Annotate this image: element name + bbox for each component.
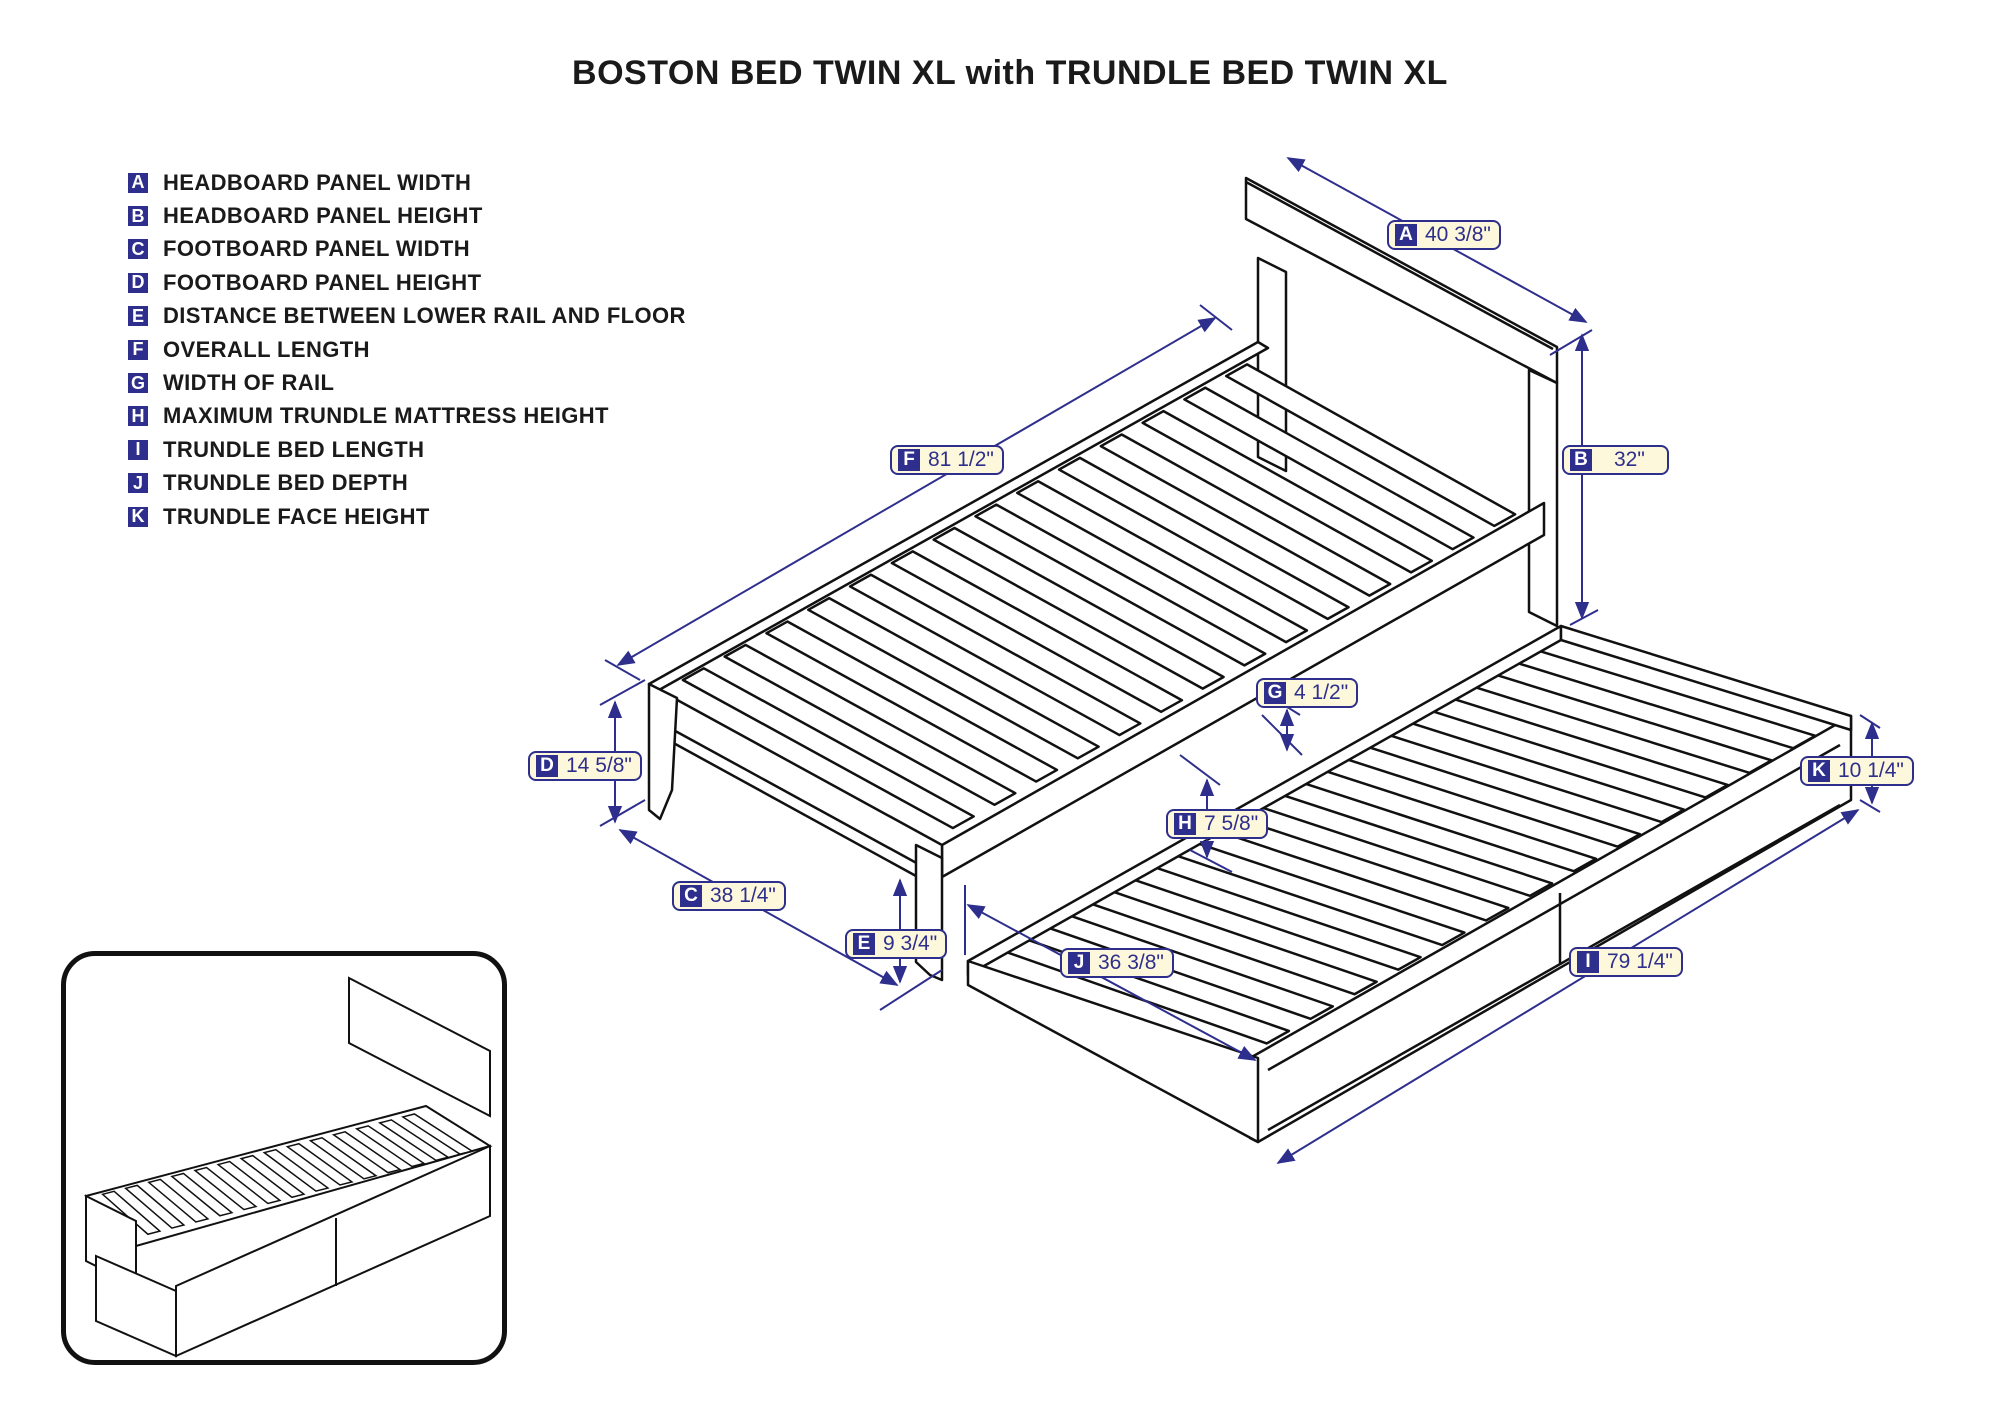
- inset-bed-slat: [193, 1166, 258, 1211]
- legend-letter-badge: F: [128, 339, 148, 360]
- dimension-letter-badge: E: [853, 933, 875, 955]
- dimension-value: 10 1/4": [1838, 759, 1904, 782]
- dimension-value: 7 5/8": [1204, 812, 1259, 835]
- dimension-letter-badge: I: [1577, 951, 1599, 973]
- dim-line-f: [616, 317, 1217, 666]
- dimension-value: 79 1/4": [1607, 950, 1673, 973]
- inset-bed-slat: [170, 1172, 234, 1217]
- legend-letter-badge: I: [128, 439, 148, 460]
- dimension-letter-badge: G: [1264, 682, 1286, 704]
- inset-bed-slat: [377, 1119, 450, 1162]
- dimension-label-e: E 9 3/4": [845, 929, 948, 959]
- dimension-label-f: F 81 1/2": [890, 445, 1004, 475]
- legend-letter-badge: E: [128, 306, 148, 327]
- inset-bed-slat: [239, 1154, 306, 1199]
- legend-item-i: I TRUNDLE BED LENGTH: [128, 433, 686, 466]
- bed-slat: [1224, 363, 1517, 528]
- inset-bed-slat: [401, 1113, 474, 1155]
- legend-text: HEADBOARD PANEL WIDTH: [163, 169, 472, 195]
- legend-text: MAXIMUM TRUNDLE MATTRESS HEIGHT: [163, 403, 609, 429]
- assembled-bed-thumbnail: [84, 976, 493, 1358]
- inset-bed-slat: [354, 1125, 426, 1168]
- legend-text: TRUNDLE BED LENGTH: [163, 436, 425, 462]
- legend-letter-badge: A: [128, 172, 148, 193]
- assembled-preview-inset: [61, 951, 507, 1365]
- legend-text: TRUNDLE BED DEPTH: [163, 470, 409, 496]
- dimension-label-d: D 14 5/8": [528, 751, 642, 781]
- inset-bed-slat: [262, 1148, 330, 1192]
- dimension-value: 38 1/4": [710, 884, 776, 907]
- legend-item-g: G WIDTH OF RAIL: [128, 366, 686, 399]
- inset-bed-slat: [308, 1136, 378, 1180]
- foot-leg-left: [647, 682, 679, 821]
- legend-text: WIDTH OF RAIL: [163, 370, 335, 396]
- trundle-end-far: [1559, 624, 1853, 732]
- inset-bed-slat: [124, 1184, 186, 1229]
- legend-item-j: J TRUNDLE BED DEPTH: [128, 467, 686, 500]
- legend-letter-badge: H: [128, 406, 148, 427]
- dim-line-j: [966, 904, 1257, 1061]
- dimension-letter-badge: B: [1570, 449, 1592, 471]
- legend-text: TRUNDLE FACE HEIGHT: [163, 503, 430, 529]
- legend-item-c: C FOOTBOARD PANEL WIDTH: [128, 233, 686, 266]
- legend-letter-badge: K: [128, 506, 148, 527]
- legend-item-f: F OVERALL LENGTH: [128, 333, 686, 366]
- dimension-label-b: B 32": [1562, 445, 1669, 475]
- legend-item-k: K TRUNDLE FACE HEIGHT: [128, 500, 686, 533]
- legend-letter-badge: D: [128, 272, 148, 293]
- dimension-value: 32": [1614, 448, 1645, 471]
- dimension-value: 81 1/2": [928, 448, 994, 471]
- inset-bed-slat: [331, 1131, 402, 1174]
- dimension-label-a: A 40 3/8": [1387, 220, 1501, 250]
- dimension-value: 14 5/8": [566, 754, 632, 777]
- headboard-post-right: [1527, 368, 1559, 628]
- dimension-label-i: I 79 1/4": [1569, 947, 1683, 977]
- legend-item-d: D FOOTBOARD PANEL HEIGHT: [128, 266, 686, 299]
- dimension-letter-badge: C: [680, 885, 702, 907]
- legend-item-b: B HEADBOARD PANEL HEIGHT: [128, 199, 686, 232]
- legend-letter-badge: G: [128, 373, 148, 394]
- dimension-legend: A HEADBOARD PANEL WIDTH B HEADBOARD PANEL H…: [128, 166, 686, 533]
- dimension-label-k: K 10 1/4": [1800, 756, 1914, 786]
- legend-letter-badge: C: [128, 239, 148, 260]
- dimension-letter-badge: J: [1068, 952, 1090, 974]
- dimension-letter-badge: K: [1808, 760, 1830, 782]
- bed-slat: [681, 667, 975, 830]
- dimension-value: 9 3/4": [883, 932, 938, 955]
- inset-bed-slat: [285, 1142, 354, 1186]
- foot-leg-right: [914, 843, 944, 982]
- dimension-value: 40 3/8": [1425, 223, 1491, 246]
- dimension-value: 4 1/2": [1294, 681, 1349, 704]
- legend-letter-badge: B: [128, 206, 148, 227]
- dimension-letter-badge: F: [898, 449, 920, 471]
- dim-line-i: [1276, 809, 1860, 1164]
- dimension-label-c: C 38 1/4": [672, 881, 786, 911]
- legend-text: OVERALL LENGTH: [163, 336, 370, 362]
- dimension-label-g: G 4 1/2": [1256, 678, 1359, 708]
- dimension-letter-badge: D: [536, 755, 558, 777]
- dimension-letter-badge: A: [1395, 224, 1417, 246]
- legend-letter-badge: J: [128, 473, 148, 494]
- legend-item-e: E DISTANCE BETWEEN LOWER RAIL AND FLOOR: [128, 300, 686, 333]
- dimension-label-j: J 36 3/8": [1060, 948, 1174, 978]
- dimension-letter-badge: H: [1174, 813, 1196, 835]
- inset-bed-slat: [216, 1160, 282, 1205]
- inset-bed-slat: [147, 1178, 210, 1223]
- legend-text: DISTANCE BETWEEN LOWER RAIL AND FLOOR: [163, 303, 686, 329]
- dimension-label-h: H 7 5/8": [1166, 809, 1269, 839]
- legend-text: FOOTBOARD PANEL WIDTH: [163, 236, 471, 262]
- diagram-title: BOSTON BED TWIN XL with TRUNDLE BED TWIN…: [572, 54, 1448, 92]
- legend-text: HEADBOARD PANEL HEIGHT: [163, 203, 483, 229]
- legend-text: FOOTBOARD PANEL HEIGHT: [163, 269, 482, 295]
- legend-item-h: H MAXIMUM TRUNDLE MATTRESS HEIGHT: [128, 400, 686, 433]
- legend-item-a: A HEADBOARD PANEL WIDTH: [128, 166, 686, 199]
- dimension-value: 36 3/8": [1098, 951, 1164, 974]
